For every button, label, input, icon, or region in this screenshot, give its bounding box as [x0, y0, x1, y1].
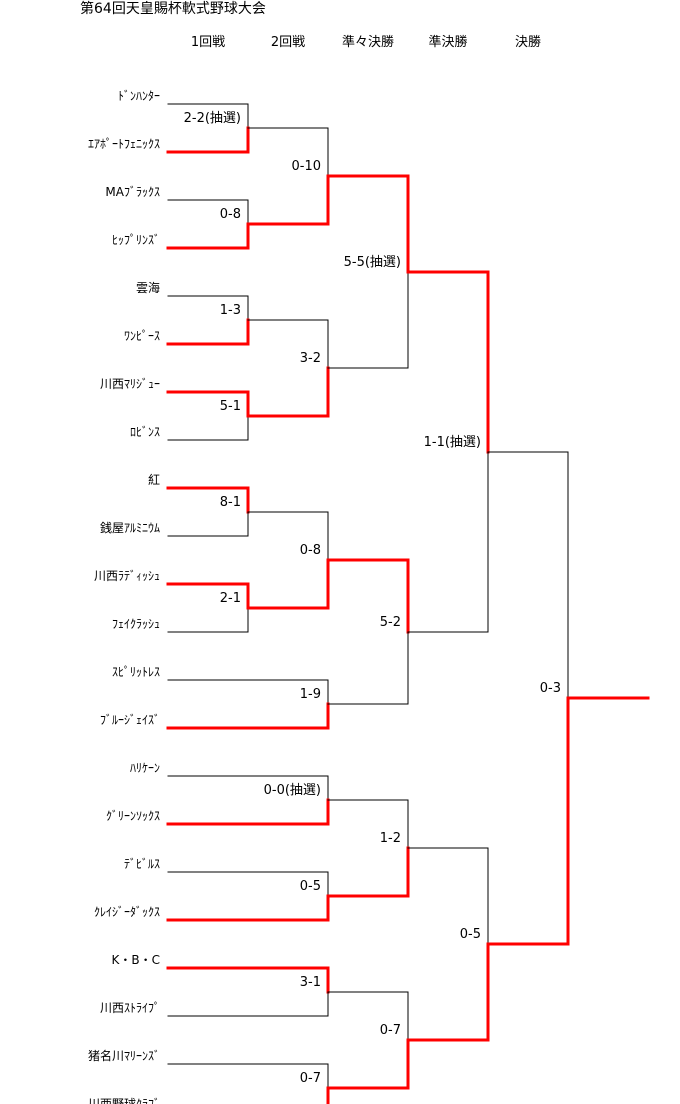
m13-score: 3-1	[300, 975, 321, 990]
tournament-title: 第64回天皇賜杯軟式野球大会	[80, 0, 266, 17]
m4-score: 5-1	[220, 399, 241, 414]
team-name-10: 銭屋ｱﾙﾐﾆｳﾑ	[100, 520, 160, 535]
m5-score: 8-1	[220, 495, 241, 510]
round-header-3: 準々決勝	[342, 34, 394, 50]
team-name-15: ﾊﾘｹｰﾝ	[130, 761, 160, 775]
team-name-11: 川西ﾗﾃﾞｨｯｼｭ	[94, 569, 160, 583]
team-name-4: ﾋｯﾌﾟﾘﾝｽﾞ	[112, 233, 160, 247]
team-name-21: 猪名川ﾏﾘｰﾝｽﾞ	[88, 1048, 160, 1063]
m10-score: 1-9	[300, 687, 321, 702]
m20-score: 0-5	[460, 927, 481, 942]
bracket-labels: 2-2(抽選) 0-8 1-3 5-1 8-1 2-1 0-10 3-2 0-8 1-9 0-0(抽…	[88, 89, 561, 1104]
m14-score: 0-7	[300, 1071, 321, 1086]
team-name-20: 川西ｽﾄﾗｲﾌﾟ	[100, 1001, 160, 1015]
team-name-2: ｴｱﾎﾟｰﾄﾌｪﾆｯｸｽ	[88, 137, 160, 151]
team-name-7: 川西ﾏﾘｼﾞｭｰ	[100, 377, 160, 391]
m11-score: 0-0(抽選)	[264, 783, 321, 798]
team-name-1: ﾄﾞﾝﾊﾝﾀｰ	[118, 89, 160, 103]
team-name-5: 雲海	[136, 280, 160, 295]
round-header-2: 2回戦	[271, 35, 305, 50]
team-name-8: ﾛﾋﾞﾝｽ	[130, 425, 160, 439]
m15-score: 5-5(抽選)	[344, 255, 401, 270]
m6-score: 2-1	[220, 591, 241, 606]
m16-score: 5-2	[380, 615, 401, 630]
round-header-4: 準決勝	[428, 34, 467, 50]
team-name-12: ﾌｪｲｸﾗｯｼｭ	[112, 617, 160, 631]
team-name-16: ｸﾞﾘｰﾝｿｯｸｽ	[106, 809, 160, 823]
m19-score: 1-1(抽選)	[424, 435, 481, 450]
team-name-18: ｸﾚｲｼﾞｰﾀﾞｯｸｽ	[94, 905, 160, 919]
m7-score: 0-10	[291, 159, 321, 174]
team-name-6: ﾜﾝﾋﾟｰｽ	[124, 329, 160, 343]
m18-score: 0-7	[380, 1023, 401, 1038]
m8-score: 3-2	[300, 351, 321, 366]
m1-score: 2-2(抽選)	[184, 111, 241, 126]
m9-score: 0-8	[300, 543, 321, 558]
round-headers: 1回戦 2回戦 準々決勝 準決勝 決勝	[191, 34, 541, 50]
team-name-13: ｽﾋﾟﾘｯﾄﾚｽ	[112, 665, 160, 679]
m17-score: 1-2	[380, 831, 401, 846]
team-name-9: 紅	[148, 473, 160, 487]
round-header-1: 1回戦	[191, 35, 225, 50]
team-name-22: 川西野球ｸﾗﾌﾞ	[88, 1097, 160, 1104]
bracket-lines	[166, 103, 650, 1104]
m3-score: 1-3	[220, 303, 241, 318]
m12-score: 0-5	[300, 879, 321, 894]
team-name-3: MAﾌﾞﾗｯｸｽ	[105, 185, 160, 199]
team-name-19: K・B・C	[112, 953, 160, 967]
round-header-5: 決勝	[515, 35, 541, 50]
team-name-17: ﾃﾞﾋﾞﾙｽ	[124, 857, 160, 871]
m21-score: 0-3	[540, 681, 561, 696]
m2-score: 0-8	[220, 207, 241, 222]
team-name-14: ﾌﾞﾙｰｼﾞｪｲｽﾞ	[100, 713, 160, 727]
